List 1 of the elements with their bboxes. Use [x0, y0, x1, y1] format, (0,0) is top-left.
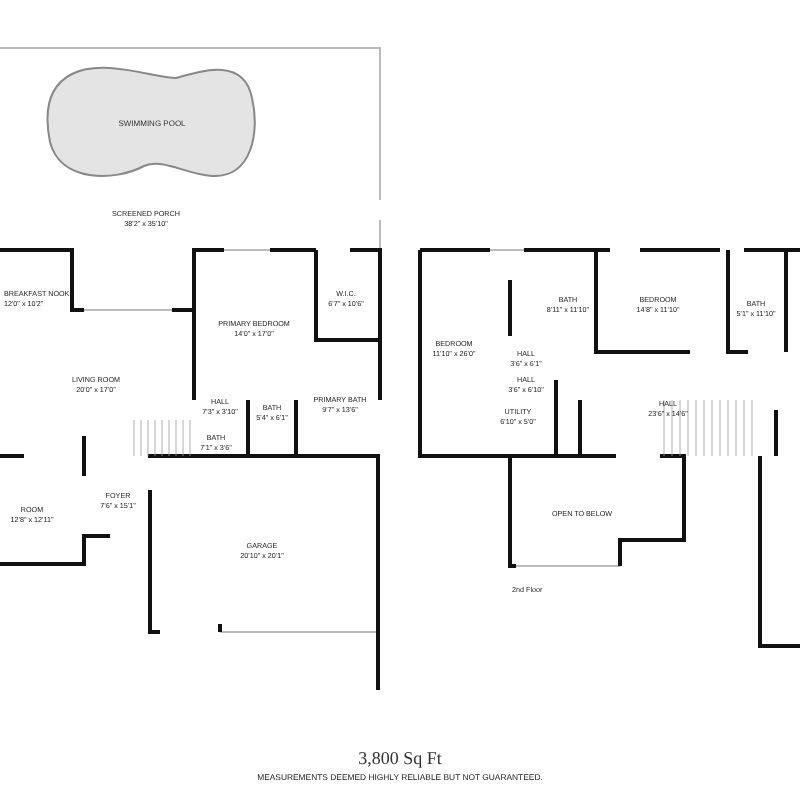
area-caption: 3,800 Sq Ft [358, 748, 442, 768]
